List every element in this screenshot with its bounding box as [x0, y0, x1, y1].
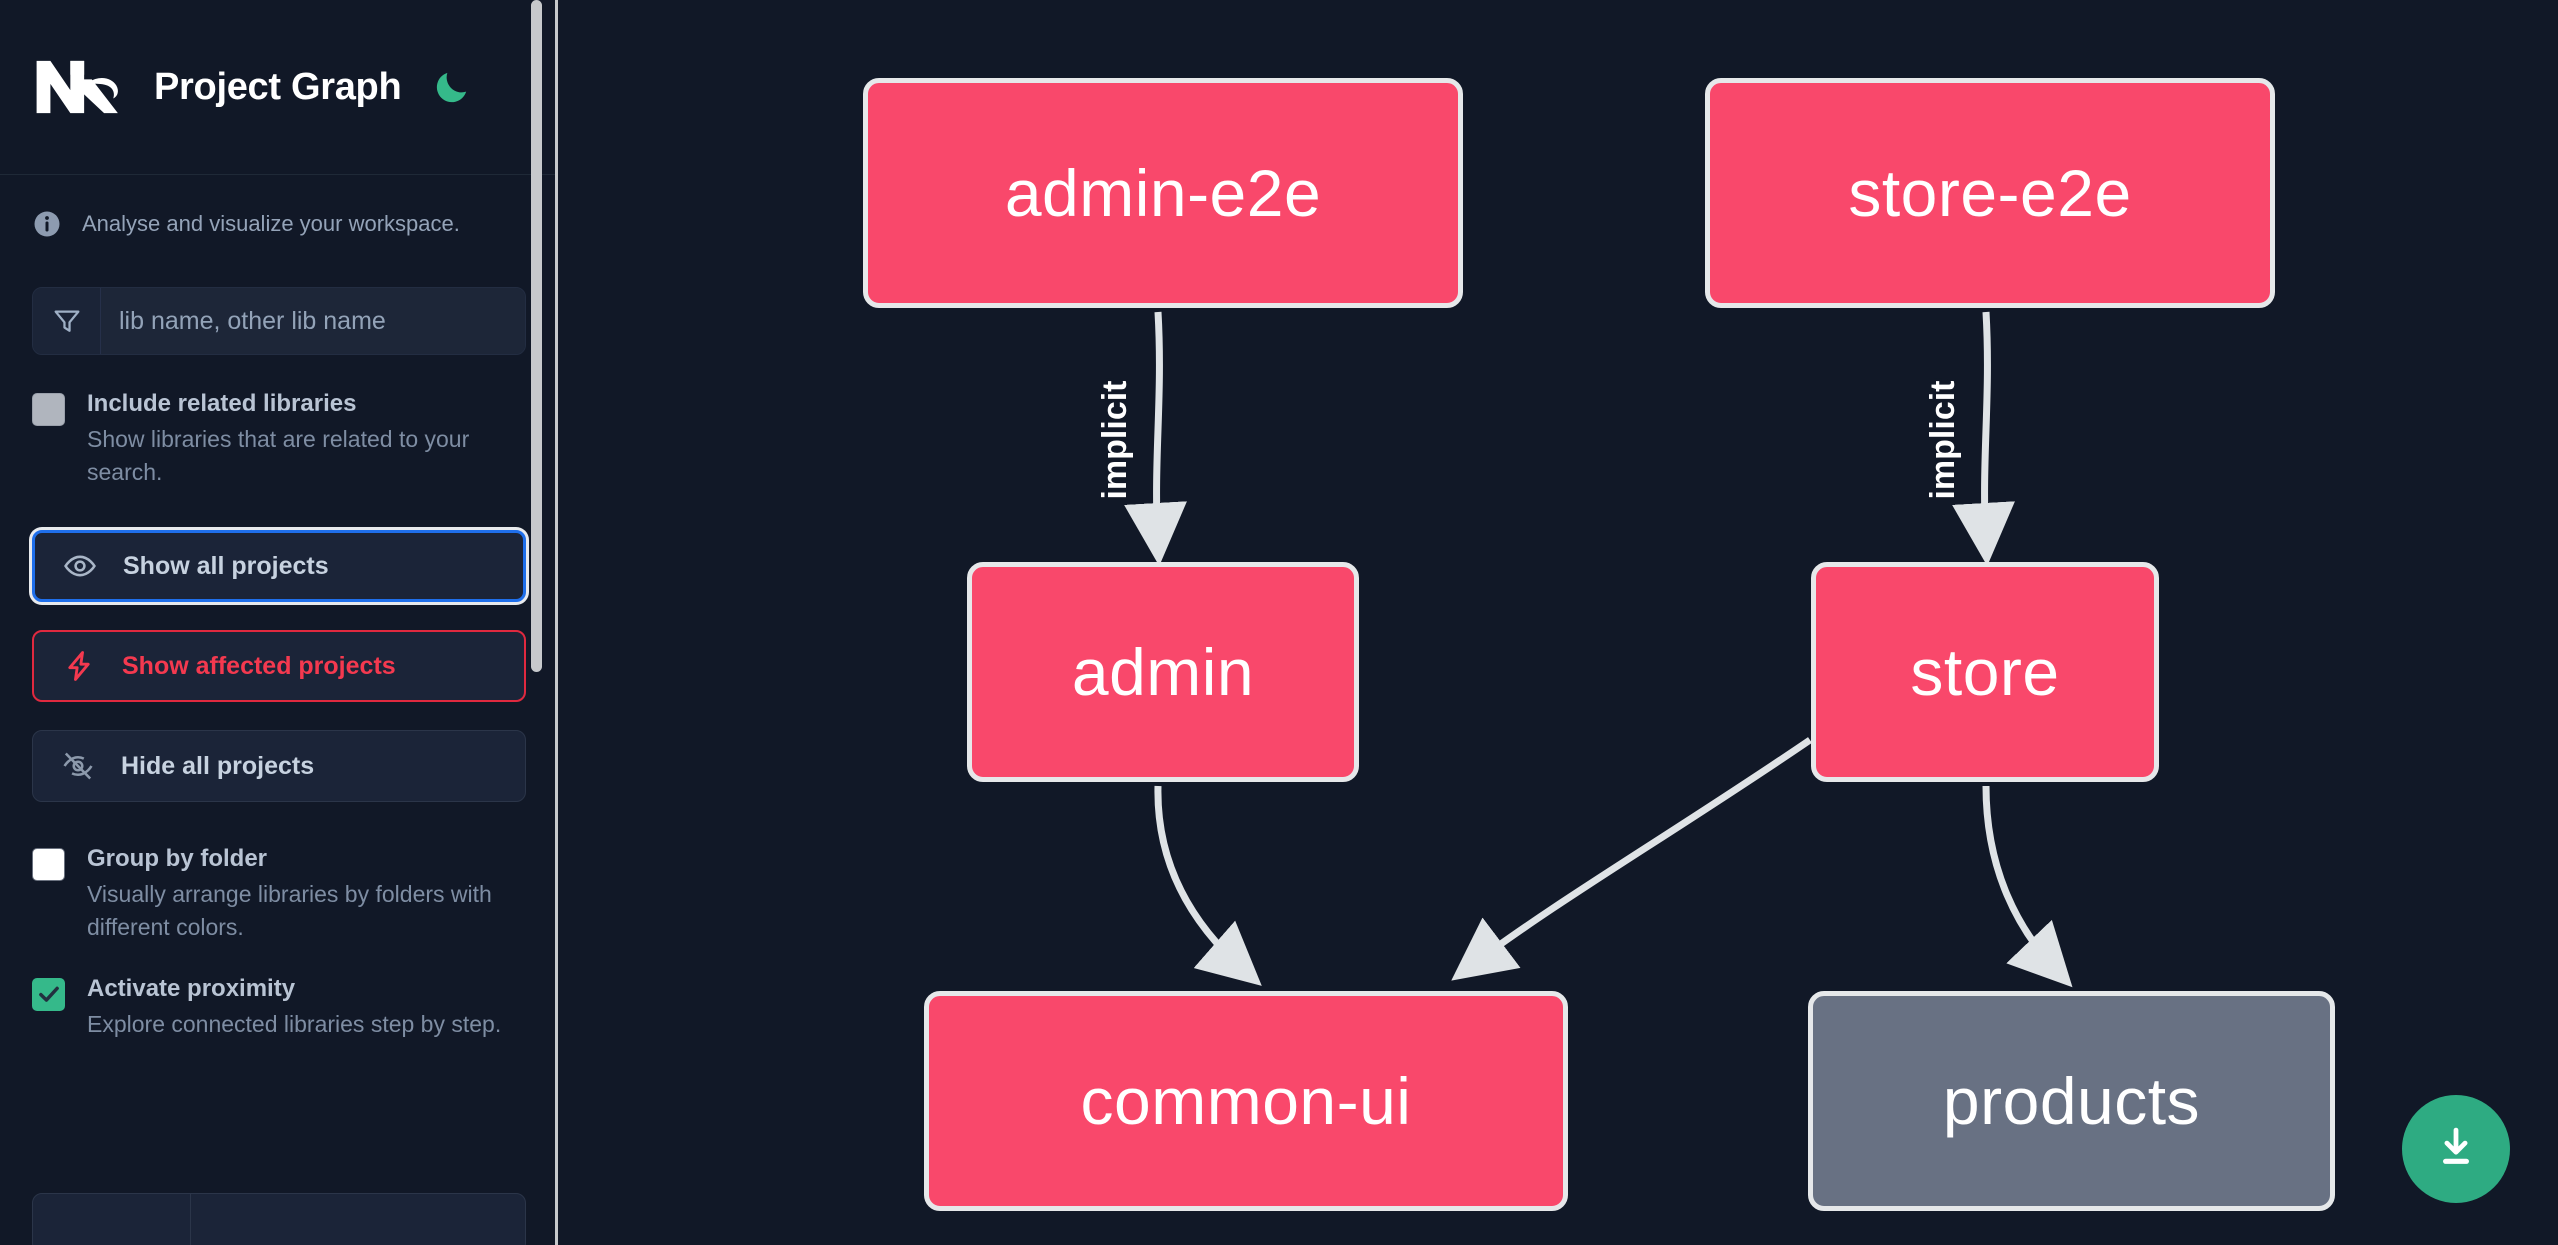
graph-node-admin[interactable]: admin	[967, 562, 1359, 782]
sidebar-edge	[555, 0, 558, 1245]
edge-label-implicit-store: implicit	[1922, 378, 1965, 502]
show-all-projects-label: Show all projects	[123, 551, 329, 580]
hide-all-projects-button[interactable]: Hide all projects	[32, 730, 526, 803]
edge-store-e2e-to-store	[1952, 311, 2015, 566]
filter-bar	[32, 287, 526, 355]
graph-node-products[interactable]: products	[1808, 991, 2335, 1211]
edge-label-implicit-admin: implicit	[1094, 378, 1137, 502]
graph-node-label: admin	[1071, 635, 1255, 709]
group-by-folder-description: Visually arrange libraries by folders wi…	[87, 881, 492, 940]
group-by-folder-label: Group by folder	[87, 845, 267, 873]
sidebar: Project Graph Analyse and visualize your…	[0, 0, 558, 1245]
graph-node-label: products	[1942, 1064, 2201, 1138]
download-icon	[2430, 1121, 2482, 1178]
moon-icon[interactable]	[429, 64, 475, 110]
graph-node-common-ui[interactable]: common-ui	[924, 991, 1568, 1211]
sidebar-scrollbar-thumb[interactable]	[531, 0, 542, 672]
group-by-folder-checkbox[interactable]	[32, 848, 65, 882]
eye-off-icon	[61, 749, 95, 783]
graph-node-label: store	[1910, 635, 2060, 709]
sidebar-scrollbar[interactable]	[531, 0, 542, 1245]
show-affected-projects-label: Show affected projects	[122, 651, 396, 680]
show-affected-projects-button[interactable]: Show affected projects	[32, 630, 526, 703]
include-related-libraries-label: Include related libraries	[87, 390, 357, 417]
svg-text:implicit: implicit	[1924, 380, 1962, 499]
workspace-info-text: Analyse and visualize your workspace.	[82, 211, 460, 236]
include-related-libraries-option[interactable]: Include related libraries Show libraries…	[0, 355, 558, 488]
proximity-stepper-control[interactable]	[32, 1193, 526, 1245]
group-by-folder-option[interactable]: Group by folder Visually arrange librari…	[0, 802, 558, 943]
show-all-projects-button[interactable]: Show all projects	[32, 530, 526, 603]
funnel-icon	[33, 288, 101, 354]
project-visibility-buttons: Show all projects Show affected projects	[0, 488, 558, 803]
hide-all-projects-label: Hide all projects	[121, 751, 315, 780]
graph-canvas[interactable]: implicit implicit admin-e2e store-e2e ad…	[558, 0, 2558, 1245]
graph-node-store-e2e[interactable]: store-e2e	[1705, 78, 2275, 308]
include-related-libraries-description: Show libraries that are related to your …	[87, 426, 470, 485]
download-button[interactable]	[2402, 1095, 2510, 1203]
graph-node-label: store-e2e	[1848, 156, 2132, 230]
activate-proximity-description: Explore connected libraries step by step…	[87, 1010, 502, 1037]
graph-edges: implicit implicit	[1094, 311, 2073, 988]
svg-text:implicit: implicit	[1096, 380, 1134, 499]
page-title: Project Graph	[154, 65, 402, 108]
eye-icon	[63, 549, 97, 583]
graph-node-label: admin-e2e	[1004, 156, 1322, 230]
activate-proximity-label: Activate proximity	[87, 974, 296, 1002]
edge-admin-to-common-ui	[1154, 785, 1262, 986]
sidebar-header: Project Graph	[0, 0, 558, 175]
nx-logo-icon	[32, 56, 124, 118]
info-icon	[32, 209, 62, 239]
graph-node-store[interactable]: store	[1811, 562, 2159, 782]
include-related-libraries-checkbox[interactable]	[32, 393, 65, 426]
edge-store-to-products	[1982, 785, 2073, 988]
workspace-info: Analyse and visualize your workspace.	[0, 175, 558, 239]
edge-admin-e2e-to-admin	[1124, 311, 1187, 566]
search-input[interactable]	[101, 288, 525, 354]
graph-node-admin-e2e[interactable]: admin-e2e	[863, 78, 1463, 308]
edge-store-to-common-ui	[1451, 737, 1812, 981]
activate-proximity-checkbox[interactable]	[32, 977, 65, 1011]
graph-node-label: common-ui	[1080, 1064, 1412, 1138]
stepper-divider	[190, 1194, 191, 1245]
activate-proximity-option[interactable]: Activate proximity Explore connected lib…	[0, 944, 558, 1041]
lightning-icon	[62, 649, 96, 683]
